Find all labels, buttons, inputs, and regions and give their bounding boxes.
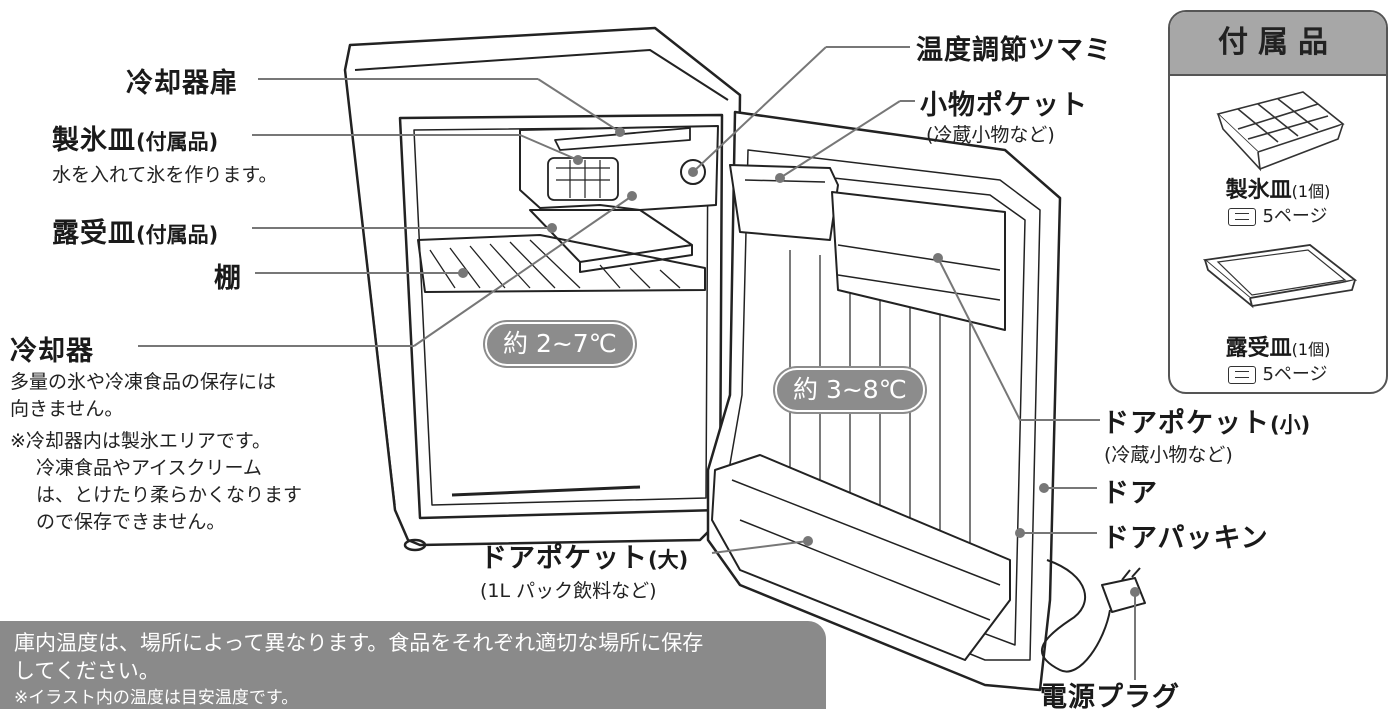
accessory-drip-tray-qty: (1個) bbox=[1291, 340, 1331, 359]
temp-badge-body: 約 2~7℃ bbox=[485, 322, 635, 366]
accessory-drip-tray-ref: 5ページ bbox=[1170, 360, 1386, 386]
label-door-pocket-small: ドアポケット(小) bbox=[1102, 401, 1310, 440]
label-drip-tray-name: 露受皿 bbox=[52, 218, 136, 249]
label-small-pocket: 小物ポケット bbox=[920, 90, 1088, 121]
label-door: ドア bbox=[1102, 478, 1158, 509]
label-door-pocket-large-name: ドアポケット bbox=[480, 543, 648, 574]
cooler-warning-4: ので保存できません。 bbox=[36, 511, 226, 533]
page-reference-icon bbox=[1228, 208, 1257, 226]
power-cord bbox=[1040, 559, 1111, 673]
label-drip-tray: 露受皿(付属品) bbox=[52, 211, 218, 250]
ice-tray-description: 水を入れて氷を作ります。 bbox=[52, 164, 278, 186]
label-ice-tray-name: 製氷皿 bbox=[52, 125, 136, 156]
label-cooler: 冷却器 bbox=[10, 336, 94, 367]
ice-tray-image bbox=[1216, 91, 1345, 172]
door-pocket-small-drawing bbox=[831, 191, 1006, 331]
accessory-ice-tray-name: 製氷皿 bbox=[1225, 178, 1292, 203]
shelf-drawing bbox=[417, 234, 706, 293]
temp-badge-door: 約 3~8℃ bbox=[775, 368, 925, 412]
cooler-warning-1: ※冷却器内は製氷エリアです。 bbox=[10, 430, 272, 452]
accessories-title: 付属品 bbox=[1170, 12, 1386, 76]
drip-tray-image bbox=[1202, 244, 1358, 309]
label-shelf: 棚 bbox=[214, 263, 242, 294]
cooler-description-1: 多量の氷や冷凍食品の保存には bbox=[10, 371, 277, 393]
temp-knob-drawing bbox=[680, 159, 706, 185]
cooler-warning-3: は、とけたり柔らかくなります bbox=[36, 484, 303, 506]
temperature-notice: 庫内温度は、場所によって異なります。食品をそれぞれ適切な場所に保存 してください… bbox=[0, 621, 826, 709]
label-door-pocket-small-size: (小) bbox=[1270, 413, 1311, 437]
notice-line-3: ※イラスト内の温度は目安温度です。 bbox=[14, 688, 299, 708]
label-temp-knob: 温度調節ツマミ bbox=[916, 35, 1112, 66]
ice-tray-drawing bbox=[547, 157, 619, 201]
accessory-ice-tray-qty: (1個) bbox=[1291, 182, 1331, 201]
cabinet-body bbox=[343, 26, 742, 547]
notice-line-2: してください。 bbox=[14, 659, 160, 683]
door-pocket-small-sub: (冷蔵小物など) bbox=[1104, 444, 1233, 466]
door-pocket-large-sub: (1L パック飲料など) bbox=[480, 580, 657, 602]
label-freezer-door: 冷却器扉 bbox=[126, 68, 238, 99]
door-pocket-large-drawing bbox=[711, 454, 1011, 661]
accessories-panel: 付属品 製氷皿(1個) 5ページ 露受皿(1個) 5ページ bbox=[1168, 10, 1388, 394]
label-door-pocket-large-size: (大) bbox=[648, 548, 689, 572]
accessory-ice-tray-ref: 5ページ bbox=[1170, 202, 1386, 228]
cooler-warning-2: 冷凍食品やアイスクリーム bbox=[36, 457, 262, 479]
accessory-ice-tray-ref-text: 5ページ bbox=[1262, 206, 1328, 227]
page-reference-icon bbox=[1228, 366, 1257, 384]
accessory-drip-tray-name: 露受皿 bbox=[1225, 336, 1292, 361]
label-door-gasket: ドアパッキン bbox=[1102, 523, 1269, 554]
accessory-drip-tray-ref-text: 5ページ bbox=[1262, 364, 1328, 385]
label-door-pocket-small-name: ドアポケット bbox=[1102, 408, 1270, 439]
label-drip-tray-note: (付属品) bbox=[136, 223, 219, 247]
cooler-description-2: 向きません。 bbox=[10, 398, 124, 420]
label-ice-tray-note: (付属品) bbox=[136, 130, 219, 154]
label-power-plug: 電源プラグ bbox=[1040, 682, 1180, 713]
label-ice-tray: 製氷皿(付属品) bbox=[52, 118, 218, 157]
notice-line-1: 庫内温度は、場所によって異なります。食品をそれぞれ適切な場所に保存 bbox=[14, 631, 704, 655]
label-door-pocket-large: ドアポケット(大) bbox=[480, 536, 688, 575]
small-pocket-sub: (冷蔵小物など) bbox=[926, 124, 1055, 146]
accessory-drip-tray: 露受皿(1個) bbox=[1170, 330, 1386, 362]
accessory-ice-tray: 製氷皿(1個) bbox=[1170, 172, 1386, 204]
